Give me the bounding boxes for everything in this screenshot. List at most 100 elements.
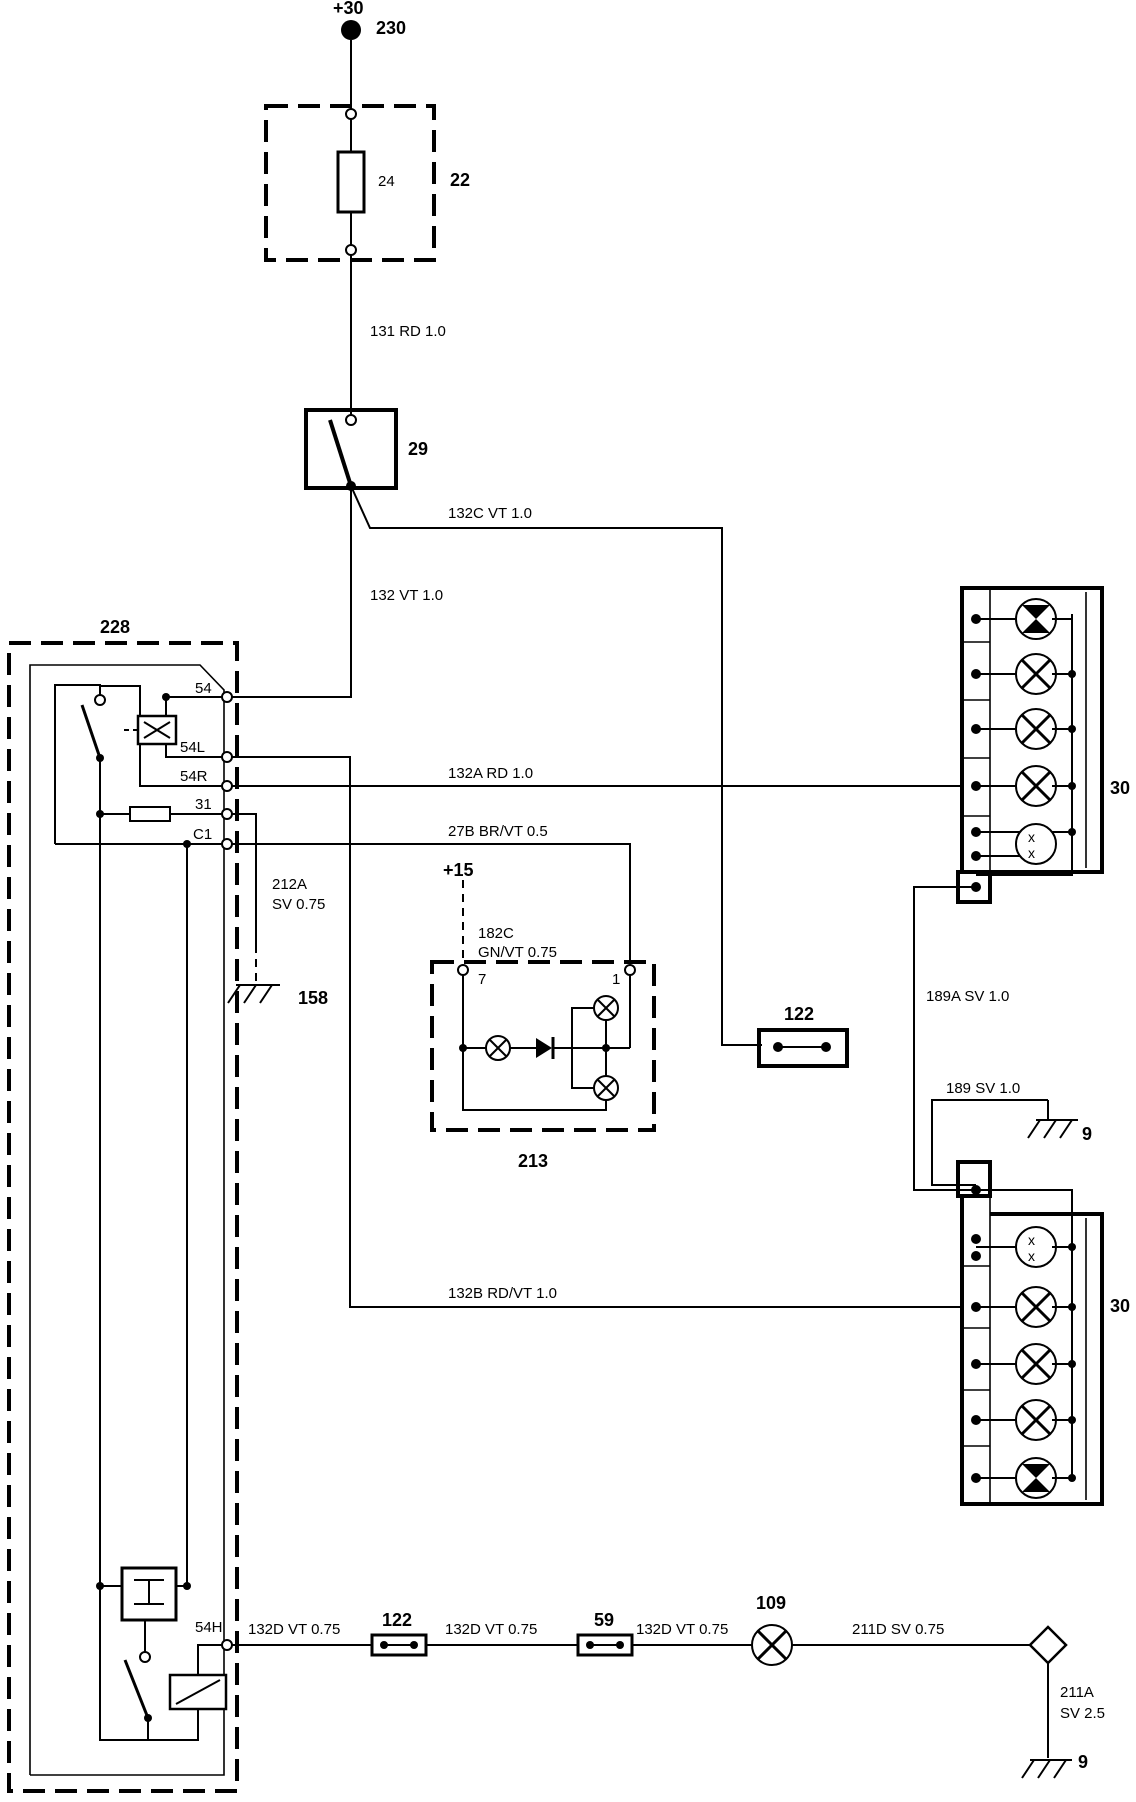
lamp-cluster-30-top [956, 586, 1104, 904]
indicator-module-label: 213 [518, 1151, 548, 1171]
wire-132D-b-label: 132D VT 0.75 [445, 1621, 537, 1638]
wire-27B-label: 27B BR/VT 0.5 [448, 823, 548, 840]
pin-54L-label: 54L [180, 739, 205, 756]
svg-text:x: x [1028, 845, 1035, 861]
lamp-bottom-5 [1015, 1457, 1057, 1499]
pin-54 [221, 691, 233, 703]
supply-node-230 [341, 20, 361, 40]
indicator-pin-7 [457, 964, 469, 976]
relay-switch-bottom [123, 1659, 150, 1719]
pin-C1-label: C1 [193, 826, 212, 843]
switch-label: 29 [408, 439, 428, 459]
lamp-bottom-3 [1015, 1343, 1057, 1385]
pin-54L [221, 751, 233, 763]
ground-9-top-label: 9 [1082, 1124, 1092, 1144]
ground-9-bottom-symbol [1021, 1759, 1072, 1779]
lamp-top-3 [1015, 708, 1057, 750]
wire-212A [232, 813, 257, 945]
wire-189A-label: 189A SV 1.0 [926, 988, 1009, 1005]
connector-59-label: 59 [594, 1610, 614, 1630]
connector-122-top-label: 122 [784, 1004, 814, 1024]
lamp-bottom-1: x x [1015, 1226, 1057, 1268]
relay-resistor [129, 806, 171, 822]
svg-text:x: x [1028, 1232, 1035, 1248]
wire-54L-to-132B [232, 756, 962, 1308]
wire-132-label: 132 VT 1.0 [370, 587, 443, 604]
fuse-terminal-top [345, 108, 357, 120]
wire-212A-label-2: SV 0.75 [272, 896, 325, 913]
lamp-cluster-30-top-label: 30 [1110, 778, 1130, 798]
lamp-cluster-30-bottom-label: 30 [1110, 1296, 1130, 1316]
pin-54H-label: 54H [195, 1619, 223, 1636]
indicator-pin-1 [624, 964, 636, 976]
relay-module-228 [7, 641, 239, 1793]
relay-inner-outline [29, 664, 225, 1776]
splice-diamond [1028, 1625, 1068, 1665]
pin-54H [221, 1639, 233, 1651]
lamp-top-5: x x [1015, 823, 1057, 865]
relay-module-label: 228 [100, 617, 130, 637]
wire-211D-label: 211D SV 0.75 [852, 1621, 944, 1638]
fuse-box-label: 22 [450, 170, 470, 190]
pin-54-label: 54 [195, 680, 212, 697]
fuse-terminal-bottom [345, 244, 357, 256]
wire-132 [232, 486, 352, 698]
pin-31 [221, 808, 233, 820]
indicator-diode [536, 1038, 552, 1058]
svg-text:x: x [1028, 829, 1035, 845]
wire-132D-a-label: 132D VT 0.75 [248, 1621, 340, 1638]
wire-189 [931, 1099, 1048, 1186]
pin-31-label: 31 [195, 796, 212, 813]
ground-9-bottom-label: 9 [1078, 1752, 1088, 1772]
bulb-109 [751, 1624, 793, 1666]
svg-text:x: x [1028, 1248, 1035, 1264]
indicator-pin-7-label: 7 [478, 971, 486, 988]
pin-54R-label: 54R [180, 768, 208, 785]
lamp-cluster-30-bottom [956, 1160, 1104, 1506]
pin-54R [221, 780, 233, 792]
lamp-bottom-2 [1015, 1286, 1057, 1328]
relay-switch-top [80, 704, 102, 759]
connector-122-bottom-label: 122 [382, 1610, 412, 1630]
wire-189A [913, 886, 976, 1191]
lamp-top-1 [1015, 598, 1057, 640]
wire-182C-label-2: GN/VT 0.75 [478, 944, 557, 961]
wire-132C [350, 485, 762, 1046]
wire-211A-label-2: SV 2.5 [1060, 1705, 1105, 1722]
switch-lever [328, 419, 353, 487]
indicator-bulb-top [593, 995, 619, 1021]
relay-contact-bottom [139, 1651, 151, 1663]
ground-9-top-symbol [1027, 1100, 1078, 1139]
wire-132D-c-label: 132D VT 0.75 [636, 1621, 728, 1638]
ground-158-symbol [227, 984, 280, 1004]
wire-182C-label-1: 182C [478, 925, 514, 942]
plus15-label: +15 [443, 860, 474, 880]
wire-131-label: 131 RD 1.0 [370, 323, 446, 340]
indicator-module-213 [430, 960, 656, 1132]
relay-coil-bottom [168, 1673, 228, 1711]
wire-132B-label: 132B RD/VT 1.0 [448, 1285, 557, 1302]
indicator-pin-1-label: 1 [612, 971, 620, 988]
supply-terminal-label: +30 [333, 0, 364, 18]
connector-122-top [757, 1028, 849, 1068]
bulb-109-label: 109 [756, 1593, 786, 1613]
wire-189-label: 189 SV 1.0 [946, 1080, 1020, 1097]
lamp-top-2 [1015, 653, 1057, 695]
indicator-bulb-left [485, 1035, 511, 1061]
wire-132A-label: 132A RD 1.0 [448, 765, 533, 782]
wire-212A-label-1: 212A [272, 876, 307, 893]
lamp-bottom-4 [1015, 1399, 1057, 1441]
lamp-top-4 [1015, 765, 1057, 807]
wire-211A-label-1: 211A [1060, 1684, 1094, 1701]
pin-C1 [221, 838, 233, 850]
wire-27B [232, 843, 631, 962]
ground-158-label: 158 [298, 988, 328, 1008]
supply-node-label: 230 [376, 18, 406, 38]
fuse-number-label: 24 [378, 173, 395, 190]
relay-contact-top [94, 694, 106, 706]
indicator-bulb-bottom [593, 1075, 619, 1101]
wire-132C-label: 132C VT 1.0 [448, 505, 532, 522]
switch-contact-top [345, 414, 357, 426]
fuse-24-symbol [336, 150, 366, 214]
